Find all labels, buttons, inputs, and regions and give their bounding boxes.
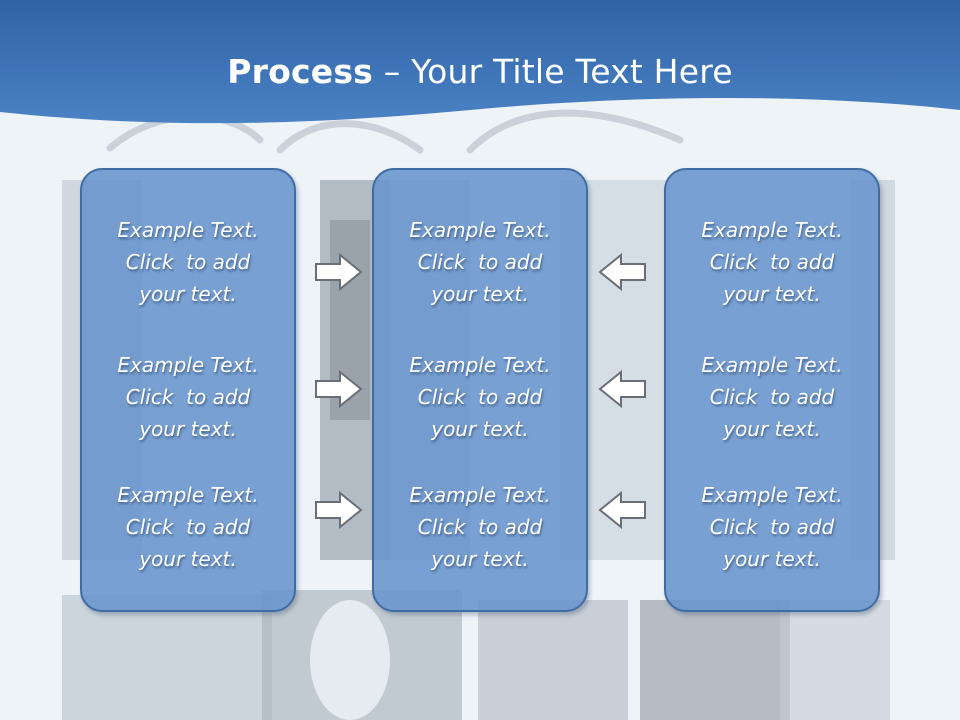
arrow-left-icon[interactable] (597, 369, 647, 409)
text-placeholder[interactable]: Example Text. Click to add your text. (374, 214, 586, 310)
text-placeholder[interactable]: Example Text. Click to add your text. (666, 349, 878, 445)
title-rest: – Your Title Text Here (373, 52, 733, 91)
text-placeholder[interactable]: Example Text. Click to add your text. (666, 214, 878, 310)
text-placeholder[interactable]: Example Text. Click to add your text. (374, 349, 586, 445)
arrow-right-icon[interactable] (314, 369, 364, 409)
text-placeholder[interactable]: Example Text. Click to add your text. (82, 479, 294, 575)
line: your text. (139, 547, 237, 571)
arrow-right-icon[interactable] (314, 252, 364, 292)
line: your text. (723, 417, 821, 441)
line: Example Text. (409, 483, 551, 507)
line: Example Text. (409, 353, 551, 377)
text-placeholder[interactable]: Example Text. Click to add your text. (82, 349, 294, 445)
text-placeholder[interactable]: Example Text. Click to add your text. (374, 479, 586, 575)
line: your text. (139, 282, 237, 306)
line: Click to add (709, 385, 835, 409)
process-box-3[interactable]: Example Text. Click to add your text. Ex… (664, 168, 880, 612)
line: Click to add (125, 385, 251, 409)
line: Example Text. (117, 483, 259, 507)
line: Click to add (125, 250, 251, 274)
line: your text. (431, 547, 529, 571)
line: Example Text. (409, 218, 551, 242)
line: your text. (139, 417, 237, 441)
line: Example Text. (117, 218, 259, 242)
line: Click to add (417, 515, 543, 539)
text-placeholder[interactable]: Example Text. Click to add your text. (82, 214, 294, 310)
line: Example Text. (701, 218, 843, 242)
line: your text. (431, 417, 529, 441)
arrow-left-icon[interactable] (597, 490, 647, 530)
line: Click to add (709, 250, 835, 274)
line: Click to add (709, 515, 835, 539)
line: Example Text. (701, 353, 843, 377)
slide-title[interactable]: Process – Your Title Text Here (0, 52, 960, 91)
arrow-right-icon[interactable] (314, 490, 364, 530)
line: Click to add (417, 250, 543, 274)
line: Click to add (417, 385, 543, 409)
line: your text. (723, 282, 821, 306)
line: your text. (431, 282, 529, 306)
title-bold: Process (227, 52, 374, 91)
process-box-1[interactable]: Example Text. Click to add your text. Ex… (80, 168, 296, 612)
text-placeholder[interactable]: Example Text. Click to add your text. (666, 479, 878, 575)
process-box-2[interactable]: Example Text. Click to add your text. Ex… (372, 168, 588, 612)
arrow-left-icon[interactable] (597, 252, 647, 292)
line: Example Text. (117, 353, 259, 377)
line: your text. (723, 547, 821, 571)
line: Example Text. (701, 483, 843, 507)
line: Click to add (125, 515, 251, 539)
header-band (0, 0, 960, 124)
